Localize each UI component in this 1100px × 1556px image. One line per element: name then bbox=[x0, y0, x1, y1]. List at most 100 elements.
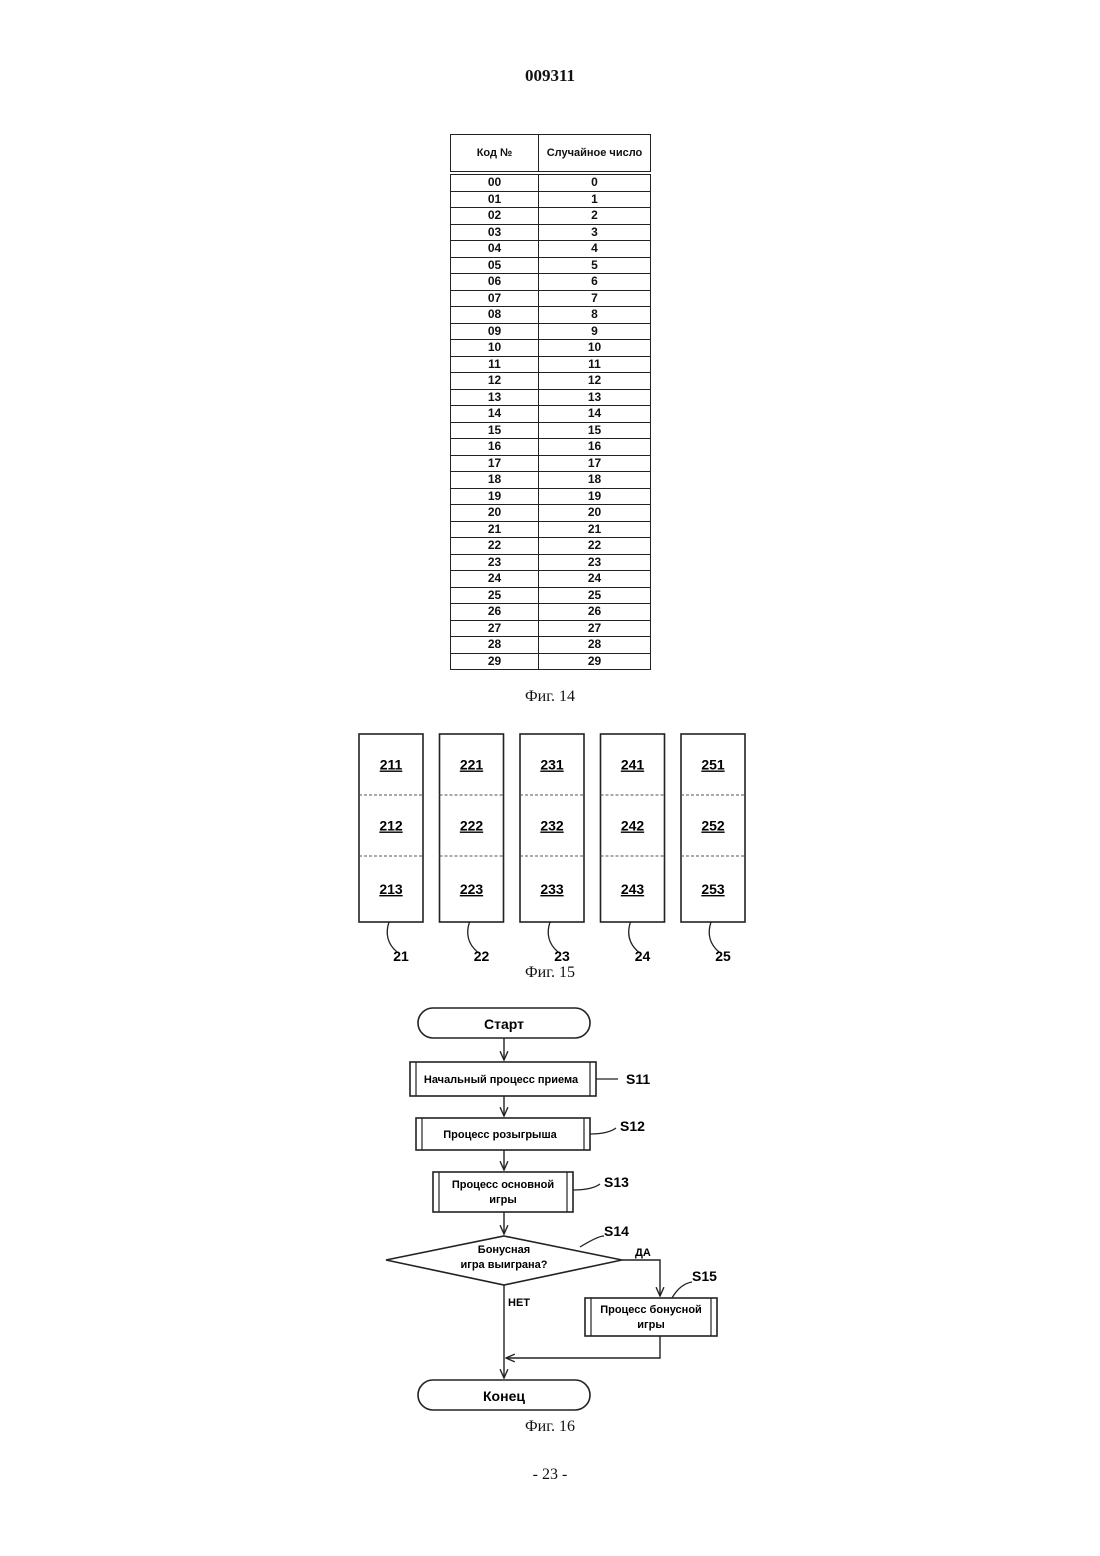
random-number-cell: 21 bbox=[539, 521, 651, 538]
random-number-cell: 4 bbox=[539, 241, 651, 258]
random-number-cell: 12 bbox=[539, 373, 651, 390]
table-row: 2323 bbox=[451, 554, 651, 571]
code-cell: 08 bbox=[451, 307, 539, 324]
code-cell: 27 bbox=[451, 620, 539, 637]
table-row: 099 bbox=[451, 323, 651, 340]
reel-symbol-243: 243 bbox=[621, 881, 645, 897]
random-number-cell: 7 bbox=[539, 290, 651, 307]
start-label: Старт bbox=[484, 1016, 524, 1032]
code-cell: 16 bbox=[451, 439, 539, 456]
table-row: 2929 bbox=[451, 653, 651, 670]
table-row: 1414 bbox=[451, 406, 651, 423]
random-number-cell: 17 bbox=[539, 455, 651, 472]
reel-23: 23123223323 bbox=[520, 734, 584, 964]
code-cell: 00 bbox=[451, 173, 539, 191]
random-number-cell: 2 bbox=[539, 208, 651, 225]
random-number-cell: 10 bbox=[539, 340, 651, 357]
reel-25: 25125225325 bbox=[681, 734, 745, 964]
random-number-cell: 1 bbox=[539, 191, 651, 208]
reel-symbol-253: 253 bbox=[701, 881, 725, 897]
table-row: 2121 bbox=[451, 521, 651, 538]
code-cell: 12 bbox=[451, 373, 539, 390]
figure-16-caption: Фиг. 16 bbox=[0, 1418, 1100, 1436]
figure-15-caption: Фиг. 15 bbox=[0, 964, 1100, 982]
random-number-cell: 18 bbox=[539, 472, 651, 489]
random-number-cell: 25 bbox=[539, 587, 651, 604]
code-cell: 04 bbox=[451, 241, 539, 258]
table-row: 033 bbox=[451, 224, 651, 241]
random-number-cell: 3 bbox=[539, 224, 651, 241]
code-cell: 06 bbox=[451, 274, 539, 291]
step-s12: Процесс розыгрыша S12 bbox=[416, 1118, 645, 1150]
end-label: Конец bbox=[483, 1388, 525, 1404]
random-number-cell: 22 bbox=[539, 538, 651, 555]
table-header-row: Код № Случайное число bbox=[451, 135, 651, 174]
table-row: 1919 bbox=[451, 488, 651, 505]
reel-symbol-222: 222 bbox=[460, 818, 484, 834]
random-number-cell: 6 bbox=[539, 274, 651, 291]
random-number-cell: 19 bbox=[539, 488, 651, 505]
random-number-cell: 9 bbox=[539, 323, 651, 340]
step-s13-text-line1: Процесс основной bbox=[452, 1179, 554, 1191]
reel-symbol-223: 223 bbox=[460, 881, 484, 897]
random-number-table: Код № Случайное число 000011022033044055… bbox=[450, 134, 651, 670]
step-s12-text: Процесс розыгрыша bbox=[443, 1129, 557, 1141]
table-row: 1818 bbox=[451, 472, 651, 489]
random-number-cell: 20 bbox=[539, 505, 651, 522]
table-row: 088 bbox=[451, 307, 651, 324]
flowchart: Старт Начальный процесс приема S11 Проце… bbox=[0, 1000, 1100, 1420]
random-number-cell: 26 bbox=[539, 604, 651, 621]
random-number-cell: 5 bbox=[539, 257, 651, 274]
table-row: 1313 bbox=[451, 389, 651, 406]
code-cell: 13 bbox=[451, 389, 539, 406]
code-cell: 21 bbox=[451, 521, 539, 538]
table-row: 1515 bbox=[451, 422, 651, 439]
page-number: - 23 - bbox=[0, 1466, 1100, 1484]
random-number-cell: 14 bbox=[539, 406, 651, 423]
table-row: 000 bbox=[451, 173, 651, 191]
reel-ref-label: 23 bbox=[554, 948, 570, 964]
code-cell: 07 bbox=[451, 290, 539, 307]
code-cell: 23 bbox=[451, 554, 539, 571]
table-row: 1616 bbox=[451, 439, 651, 456]
decision-s14: Бонусная игра выиграна? S14 ДА НЕТ bbox=[386, 1223, 651, 1309]
step-s12-id: S12 bbox=[620, 1118, 645, 1134]
step-s13-id: S13 bbox=[604, 1174, 629, 1190]
reel-symbol-211: 211 bbox=[380, 757, 403, 773]
code-cell: 28 bbox=[451, 637, 539, 654]
random-number-cell: 8 bbox=[539, 307, 651, 324]
code-cell: 14 bbox=[451, 406, 539, 423]
code-cell: 26 bbox=[451, 604, 539, 621]
table-row: 2626 bbox=[451, 604, 651, 621]
code-cell: 25 bbox=[451, 587, 539, 604]
code-cell: 18 bbox=[451, 472, 539, 489]
random-number-cell: 0 bbox=[539, 173, 651, 191]
code-cell: 03 bbox=[451, 224, 539, 241]
header-random-number: Случайное число bbox=[539, 135, 651, 174]
reel-symbol-241: 241 bbox=[621, 757, 645, 773]
table-row: 011 bbox=[451, 191, 651, 208]
random-number-cell: 11 bbox=[539, 356, 651, 373]
document-number: 009311 bbox=[0, 66, 1100, 86]
step-s13: Процесс основной игры S13 bbox=[433, 1172, 629, 1212]
table-row: 1717 bbox=[451, 455, 651, 472]
reel-22: 22122222322 bbox=[440, 734, 504, 964]
step-s15-text-line2: игры bbox=[637, 1319, 664, 1331]
random-number-cell: 13 bbox=[539, 389, 651, 406]
table-row: 1010 bbox=[451, 340, 651, 357]
reel-symbol-242: 242 bbox=[621, 818, 645, 834]
table-row: 2828 bbox=[451, 637, 651, 654]
reel-symbol-251: 251 bbox=[701, 757, 725, 773]
code-cell: 29 bbox=[451, 653, 539, 670]
table-row: 066 bbox=[451, 274, 651, 291]
code-cell: 15 bbox=[451, 422, 539, 439]
random-number-cell: 23 bbox=[539, 554, 651, 571]
table-row: 2020 bbox=[451, 505, 651, 522]
code-cell: 20 bbox=[451, 505, 539, 522]
step-s15-text-line1: Процесс бонусной bbox=[600, 1304, 702, 1316]
reel-symbol-252: 252 bbox=[701, 818, 725, 834]
reel-symbol-221: 221 bbox=[460, 757, 484, 773]
step-s11-text: Начальный процесс приема bbox=[424, 1074, 579, 1086]
header-code-number: Код № bbox=[451, 135, 539, 174]
code-cell: 17 bbox=[451, 455, 539, 472]
